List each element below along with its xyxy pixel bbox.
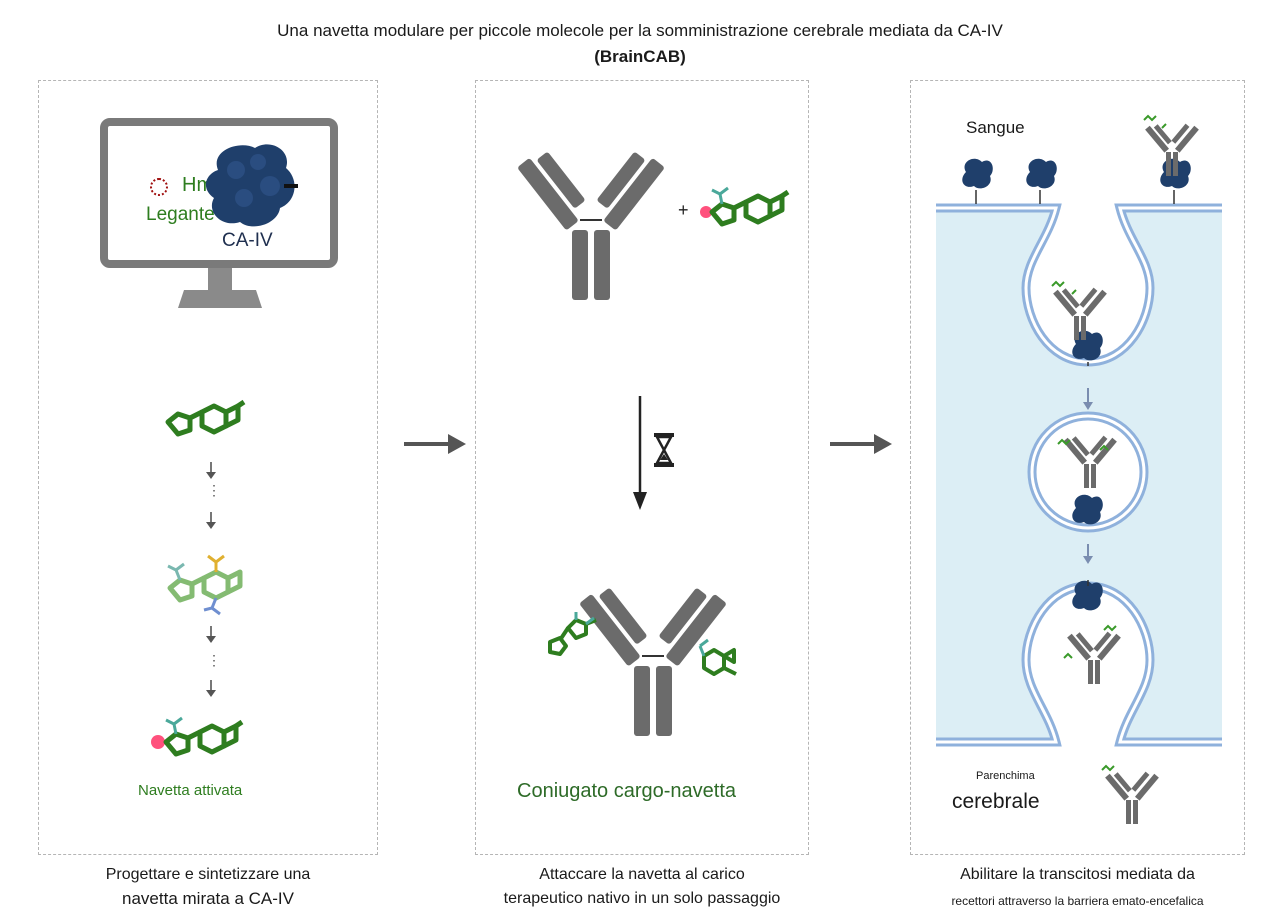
antibody-icon	[518, 152, 664, 300]
panel-transcytosis	[910, 80, 1245, 855]
down-arrow-4-icon	[206, 680, 216, 697]
conjugate-label: Coniugato cargo-navetta	[517, 780, 737, 802]
arrow-panel1-to-panel2-icon	[404, 434, 466, 454]
hm-label: Hm	[182, 174, 214, 196]
parenchyma-small-label: Parenchima	[976, 770, 1035, 782]
panel2-caption-line1: Attaccare la navetta al carico	[539, 866, 745, 883]
ligand-label: Legante	[146, 204, 215, 225]
activated-shuttle-label: Navetta attivata	[138, 782, 243, 799]
panel2-caption-line2: terapeutico nativo in un solo passaggio	[503, 890, 781, 907]
panel-conjugate	[475, 80, 809, 855]
down-arrow-1-icon	[206, 462, 216, 479]
ellipsis-2: ⋮	[207, 652, 221, 668]
bbb-transcytosis-diagram	[936, 114, 1222, 824]
ca-iv-protein-icon	[205, 144, 298, 227]
down-arrow-2-icon	[206, 512, 216, 529]
panel3-caption-line1: Abilitare la transcitosi mediata da	[960, 866, 1195, 883]
plus-sign: +	[678, 200, 689, 220]
panel-design	[38, 80, 378, 855]
dashed-circle-icon	[150, 178, 168, 196]
hourglass-icon	[654, 433, 674, 467]
panel3-caption-line2: recettori attraverso la barriera emato-e…	[951, 894, 1204, 908]
optimized-molecule-icon	[167, 554, 243, 616]
blood-label: Sangue	[966, 118, 1025, 137]
panel1-caption-line2: navetta mirata a CA-IV	[122, 889, 294, 908]
reaction-arrow-icon	[633, 396, 647, 510]
ca-iv-label: CA-IV	[222, 230, 273, 251]
shuttle-molecule-icon	[700, 186, 790, 227]
ellipsis-1: ⋮	[207, 482, 221, 498]
figure-subtitle: (BrainCAB)	[594, 47, 686, 66]
panel1-caption-line1: Progettare e sintetizzare una	[105, 866, 311, 883]
activated-shuttle-molecule-icon	[151, 716, 244, 757]
down-arrow-3-icon	[206, 626, 216, 643]
cargo-shuttle-conjugate-icon	[548, 588, 737, 736]
figure-title: Una navetta modulare per piccole molecol…	[277, 21, 1003, 40]
scaffold-molecule-icon	[165, 399, 246, 437]
arrow-panel2-to-panel3-icon	[830, 434, 892, 454]
parenchyma-big-label: cerebrale	[952, 790, 1040, 813]
